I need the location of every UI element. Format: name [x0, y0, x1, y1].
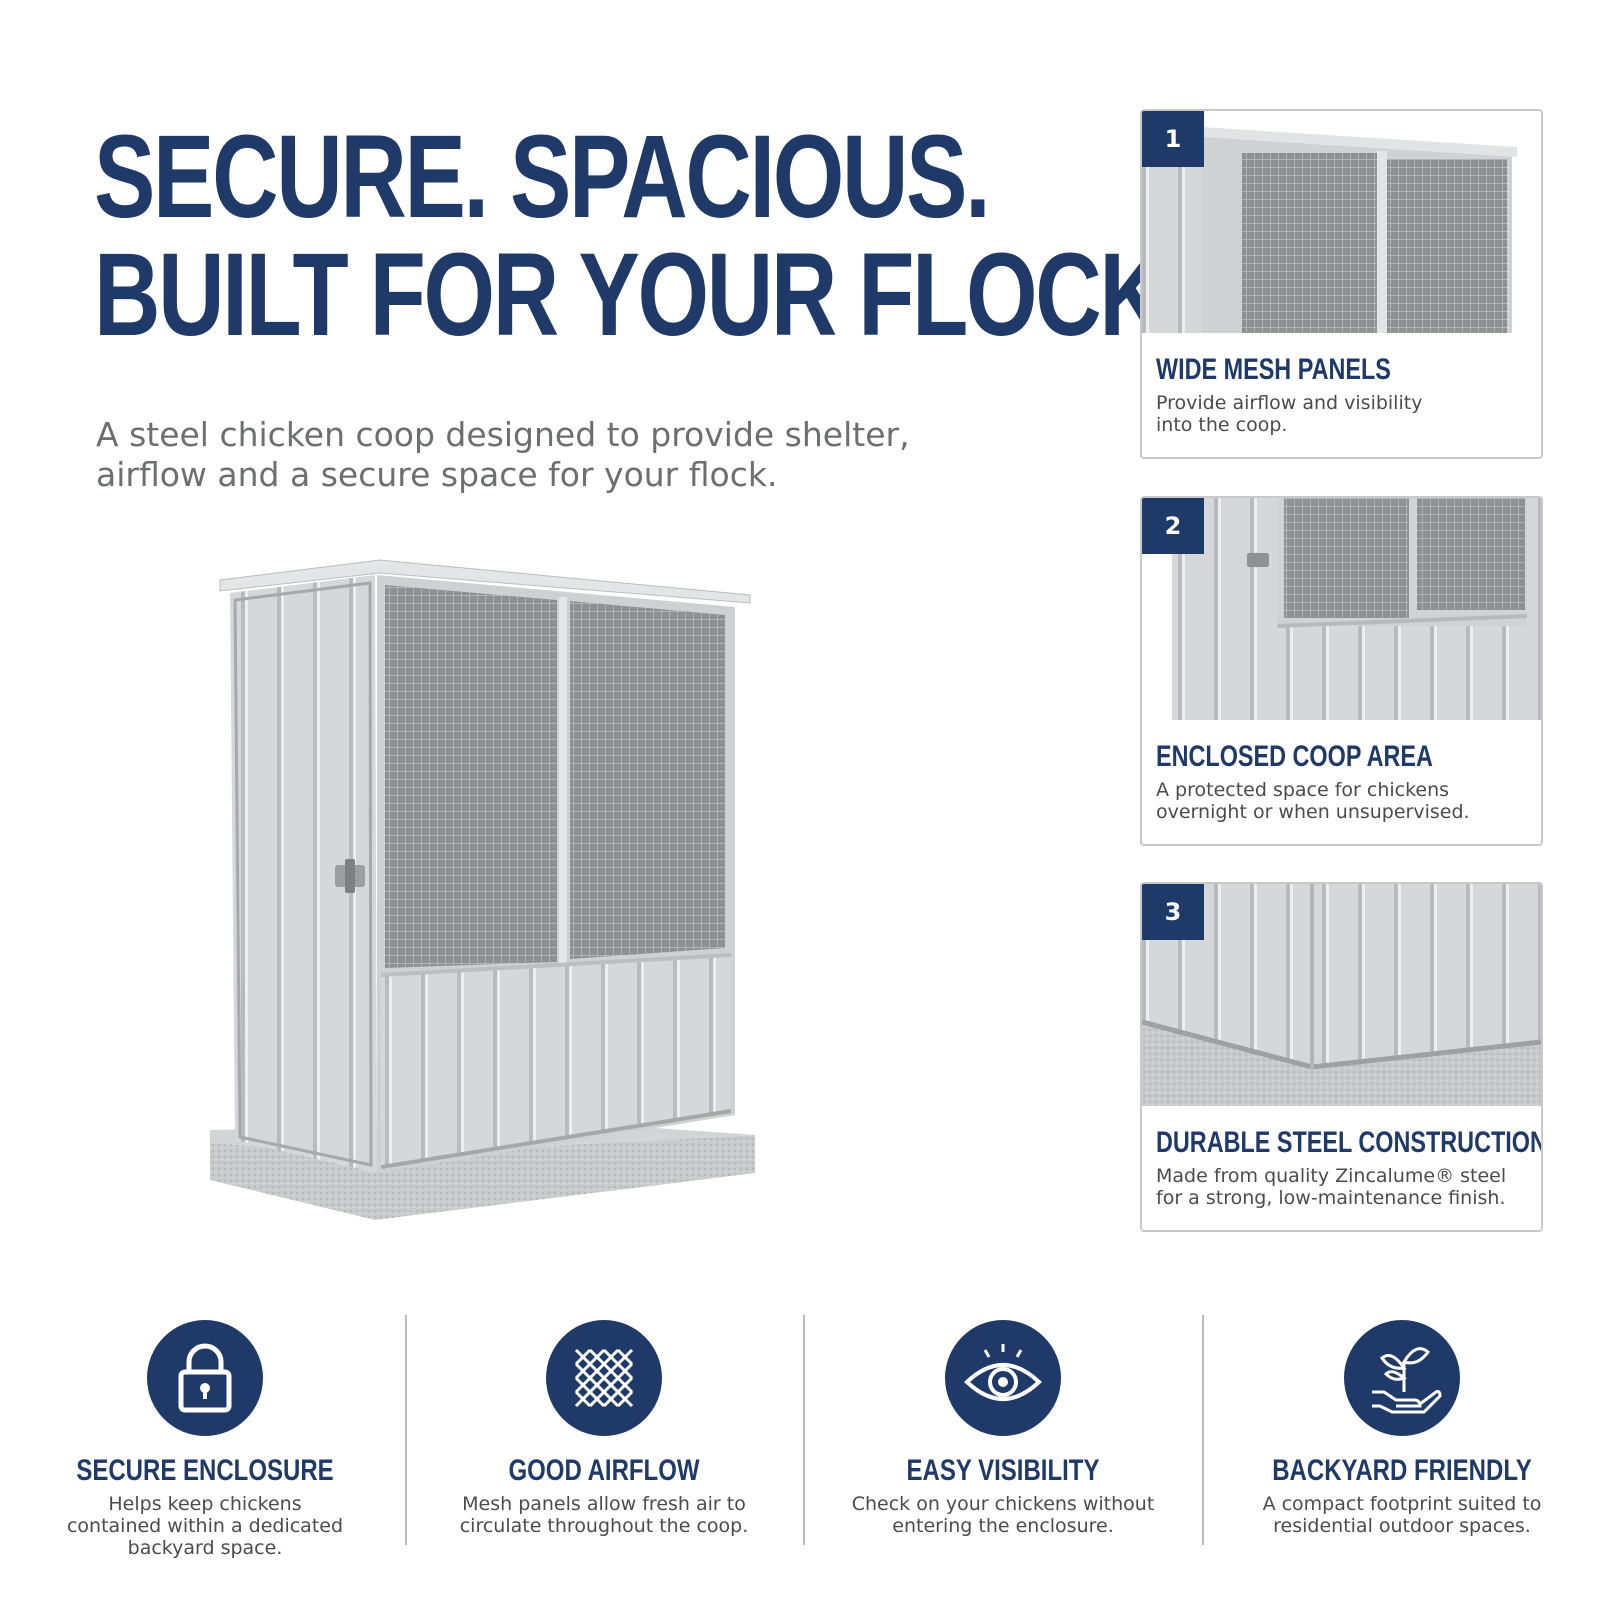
feature-description: Helps keep chickens contained within a d… [40, 1493, 370, 1559]
card-description-line-2: into the coop. [1156, 414, 1288, 436]
feature-description-line-2: residential outdoor spaces. [1273, 1515, 1531, 1537]
mesh-panels-illustration [1142, 111, 1541, 333]
feature-description: Mesh panels allow fresh air to circulate… [439, 1493, 769, 1537]
card-title: WIDE MESH PANELS [1156, 353, 1391, 386]
feature-divider [405, 1315, 407, 1545]
feature-title: BACKYARD FRIENDLY [1272, 1454, 1532, 1487]
feature-card-2: 2 ENCLOSED COOP AREA A protected space f… [1140, 496, 1543, 846]
feature-title: GOOD AIRFLOW [508, 1454, 700, 1487]
feature-title: SECURE ENCLOSURE [76, 1454, 334, 1487]
feature-divider [1202, 1315, 1204, 1545]
feature-description-line-1: Mesh panels allow fresh air to [462, 1493, 746, 1515]
eye-icon [945, 1320, 1061, 1436]
plant-in-hand-icon [1344, 1320, 1460, 1436]
feature-description-line-2: entering the enclosure. [892, 1515, 1114, 1537]
card-number-badge: 2 [1142, 498, 1204, 554]
padlock-icon [147, 1320, 263, 1436]
card-description-line-2: overnight or when unsupervised. [1156, 801, 1470, 823]
headline-line-2: BUILT FOR YOUR FLOCK. [94, 229, 1189, 361]
subtitle-line-2: airflow and a secure space for your floc… [96, 455, 778, 494]
feature-card-3: 3 DURABLE STEEL CONSTRUCTION Made from q… [1140, 882, 1543, 1232]
card-description: A protected space for chickens overnight… [1156, 779, 1536, 823]
headline-line-1: SECURE. SPACIOUS. [94, 111, 991, 243]
chicken-coop-image [205, 555, 765, 1235]
card-number-badge: 1 [1142, 111, 1204, 167]
feature-description-line-2: contained within a dedicated [66, 1515, 344, 1537]
feature-title: EASY VISIBILITY [906, 1454, 1100, 1487]
feature-divider [803, 1315, 805, 1545]
card-description-line-1: A protected space for chickens [1156, 779, 1450, 801]
card-description-line-2: for a strong, low-maintenance finish. [1156, 1187, 1506, 1209]
card-number-badge: 3 [1142, 884, 1204, 940]
enclosed-coop-illustration [1142, 498, 1541, 720]
chicken-coop-illustration [210, 559, 755, 1220]
feature-description-line-2: circulate throughout the coop. [459, 1515, 749, 1537]
feature-card-1: 1 WIDE MESH PANELS Provide airflow and v… [1140, 109, 1543, 459]
feature-description: Check on your chickens without entering … [838, 1493, 1168, 1537]
card-title: DURABLE STEEL CONSTRUCTION [1156, 1126, 1543, 1159]
card-title: ENCLOSED COOP AREA [1156, 740, 1433, 773]
card-description-line-1: Made from quality Zincalume® steel [1156, 1165, 1507, 1187]
subtitle: A steel chicken coop designed to provide… [96, 415, 1056, 495]
card-description: Made from quality Zincalume® steel for a… [1156, 1165, 1536, 1209]
feature-description-line-1: Helps keep chickens [108, 1493, 302, 1515]
feature-description-line-3: backyard space. [127, 1537, 283, 1559]
feature-description: A compact footprint suited to residentia… [1237, 1493, 1567, 1537]
steel-construction-image [1142, 884, 1541, 1106]
mesh-panels-image [1142, 111, 1541, 333]
headline: SECURE. SPACIOUS. BUILT FOR YOUR FLOCK. [94, 111, 1189, 361]
feature-description-line-1: A compact footprint suited to [1262, 1493, 1542, 1515]
feature-description-line-1: Check on your chickens without [851, 1493, 1155, 1515]
enclosed-coop-image [1142, 498, 1541, 720]
mesh-icon [546, 1320, 662, 1436]
card-description-line-1: Provide airflow and visibility [1156, 392, 1423, 414]
feature-row: SECURE ENCLOSURE Helps keep chickens con… [0, 1310, 1600, 1570]
steel-construction-illustration [1142, 884, 1541, 1106]
subtitle-line-1: A steel chicken coop designed to provide… [96, 415, 910, 454]
card-description: Provide airflow and visibility into the … [1156, 392, 1536, 436]
